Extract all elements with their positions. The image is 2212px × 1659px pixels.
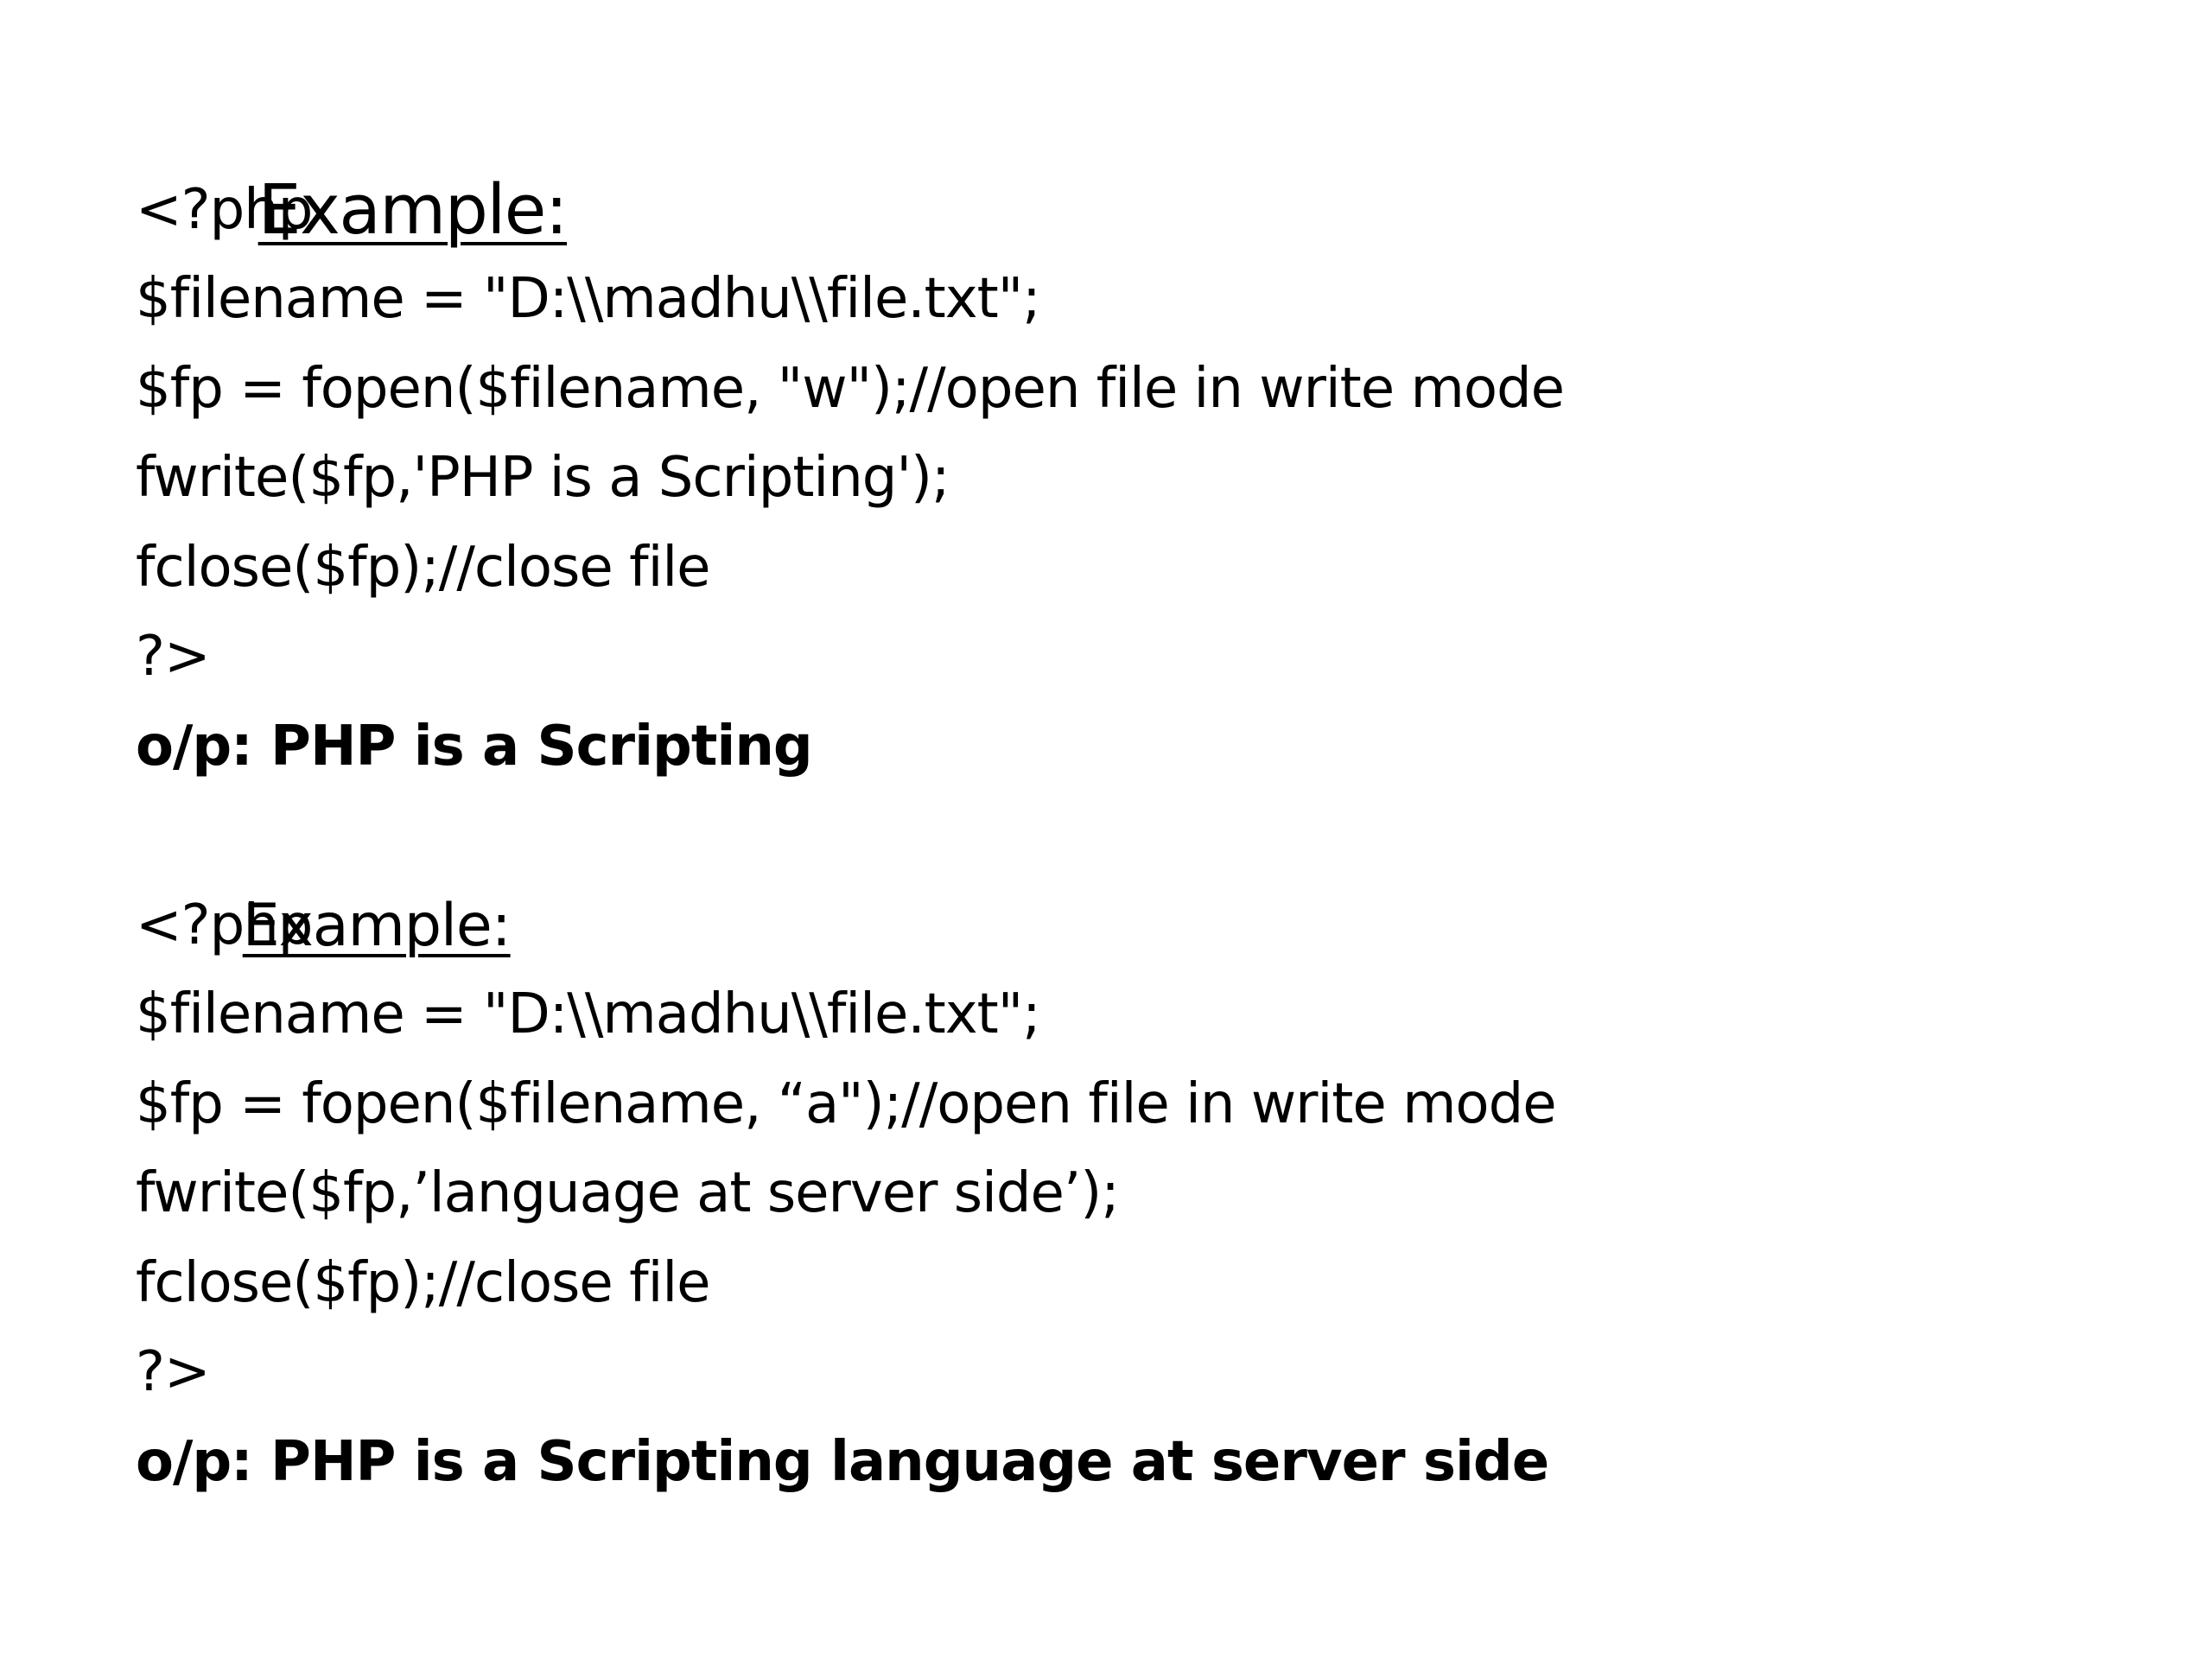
example-2-heading: Example:	[242, 891, 512, 960]
example-1-code-line-1: <?php	[136, 177, 313, 242]
example-2-code-line-1: <?php	[136, 893, 313, 957]
slide-content: Example: <?php $filename = "D:\\madhu\\f…	[136, 76, 2123, 1507]
example-1-heading: Example:	[257, 169, 569, 250]
example-2-code-line-2: $filename = "D:\\madhu\\file.txt";	[136, 982, 1041, 1046]
example-1-code-line-3: $fp = fopen($filename, "w");//open file …	[136, 356, 1565, 421]
example-2-output: o/p: PHP is a Scripting language at serv…	[136, 1429, 1549, 1494]
example-1-code-line-5: fclose($fp);//close file	[136, 535, 711, 600]
example-1-code-line-2: $filename = "D:\\madhu\\file.txt";	[136, 267, 1041, 331]
example-1-code-line-6: ?>	[136, 625, 211, 689]
example-2-code-line-3: $fp = fopen($filename, “a");//open file …	[136, 1071, 1557, 1136]
example-1-output: o/p: PHP is a Scripting	[136, 714, 813, 779]
example-2-code-line-6: ?>	[136, 1340, 211, 1404]
example-2-code-line-5: fclose($fp);//close file	[136, 1250, 711, 1315]
example-2-code-line-4: fwrite($fp,’language at server side’);	[136, 1161, 1120, 1225]
example-1-code-line-4: fwrite($fp,'PHP is a Scripting');	[136, 446, 950, 510]
